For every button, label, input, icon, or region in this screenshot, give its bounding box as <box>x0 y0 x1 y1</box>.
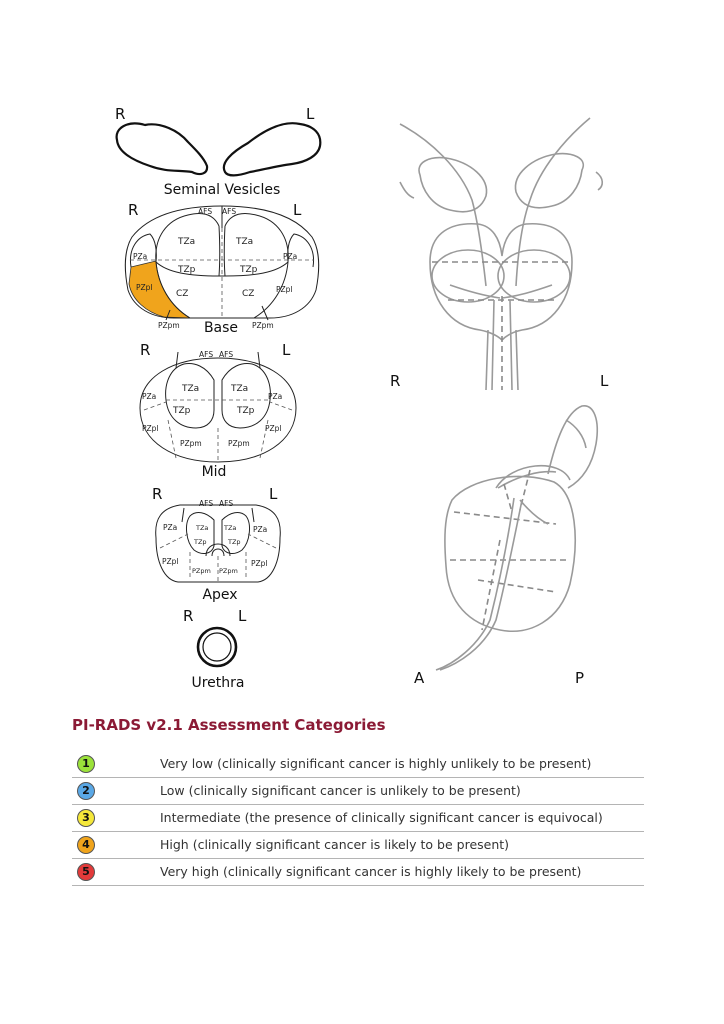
svg-text:TZp: TZp <box>227 538 241 546</box>
sagittal-view: A P <box>414 405 598 687</box>
label-l-urethra: L <box>238 607 247 625</box>
svg-text:PZpm: PZpm <box>252 321 274 330</box>
prostate-diagram: R L Seminal Vesicles R L AFS AFS TZa TZa… <box>115 105 609 691</box>
caption-mid: Mid <box>202 464 227 480</box>
base-outline <box>124 205 320 319</box>
svg-text:TZa: TZa <box>177 237 195 247</box>
label-r-base: R <box>128 201 138 219</box>
svg-text:AFS: AFS <box>199 350 213 359</box>
label-l-seminal: L <box>306 105 315 123</box>
svg-text:PZpm: PZpm <box>219 567 238 575</box>
svg-text:AFS: AFS <box>219 499 233 508</box>
score-badge: 3 <box>77 809 95 827</box>
svg-text:PZpm: PZpm <box>180 439 202 448</box>
caption-seminal-vesicles: Seminal Vesicles <box>164 182 281 198</box>
svg-text:PZa: PZa <box>163 523 177 532</box>
apex-section: R L AFS AFS TZa TZa TZp TZp PZa PZa PZpl… <box>152 485 281 603</box>
svg-text:CZ: CZ <box>176 289 188 299</box>
svg-text:AFS: AFS <box>199 499 213 508</box>
svg-text:TZa: TZa <box>223 524 236 532</box>
base-section: R L AFS AFS TZa TZa TZp TZp PZa PZa PZpl… <box>124 201 320 336</box>
coronal-view: R L <box>390 117 609 391</box>
label-l-apex: L <box>269 485 278 503</box>
legend-row: 5 Very high (clinically significant cance… <box>72 859 644 886</box>
svg-text:CZ: CZ <box>242 289 254 299</box>
label-l-mid: L <box>282 341 291 359</box>
label-r-seminal: R <box>115 105 125 123</box>
label-r-coronal: R <box>390 372 400 390</box>
score-badge: 5 <box>77 863 95 881</box>
mid-outline <box>139 357 297 463</box>
svg-text:PZpl: PZpl <box>162 557 179 566</box>
svg-text:TZa: TZa <box>235 237 253 247</box>
legend-title: PI-RADS v2.1 Assessment Categories <box>72 716 386 734</box>
svg-text:PZpm: PZpm <box>228 439 250 448</box>
score-description: Low (clinically significant cancer is un… <box>160 783 521 798</box>
score-description: Very high (clinically significant cancer… <box>160 864 582 879</box>
svg-text:PZpl: PZpl <box>251 559 268 568</box>
label-l-coronal: L <box>600 372 609 390</box>
svg-text:PZpl: PZpl <box>136 283 153 292</box>
seminal-vesicle-left <box>222 122 322 177</box>
svg-text:PZpm: PZpm <box>192 567 211 575</box>
legend-row: 1 Very low (clinically significant cancer… <box>72 751 644 778</box>
svg-text:TZp: TZp <box>193 538 207 546</box>
svg-text:TZa: TZa <box>195 524 208 532</box>
label-r-urethra: R <box>183 607 193 625</box>
legend-row: 3 Intermediate (the presence of clinicall… <box>72 805 644 832</box>
score-badge: 2 <box>77 782 95 800</box>
score-badge: 4 <box>77 836 95 854</box>
svg-text:AFS: AFS <box>198 207 212 216</box>
urethra-section: R L Urethra <box>183 607 247 691</box>
svg-text:PZa: PZa <box>253 525 267 534</box>
svg-text:AFS: AFS <box>222 207 236 216</box>
caption-urethra: Urethra <box>191 675 244 691</box>
legend-row: 2 Low (clinically significant cancer is u… <box>72 778 644 805</box>
svg-text:PZa: PZa <box>268 392 282 401</box>
seminal-vesicles: R L Seminal Vesicles <box>115 105 322 198</box>
svg-text:TZa: TZa <box>230 384 248 394</box>
svg-text:TZa: TZa <box>181 384 199 394</box>
caption-apex: Apex <box>202 587 237 603</box>
svg-text:PZa: PZa <box>133 252 147 261</box>
caption-base: Base <box>204 320 238 336</box>
seminal-vesicle-right <box>115 122 209 176</box>
svg-text:TZp: TZp <box>172 406 191 416</box>
svg-text:AFS: AFS <box>219 350 233 359</box>
label-l-base: L <box>293 201 302 219</box>
svg-text:TZp: TZp <box>239 265 258 275</box>
svg-text:PZpl: PZpl <box>265 424 282 433</box>
score-description: High (clinically significant cancer is l… <box>160 837 510 852</box>
legend-row: 4 High (clinically significant cancer is … <box>72 832 644 859</box>
label-r-mid: R <box>140 341 150 359</box>
svg-text:PZa: PZa <box>283 252 297 261</box>
score-description: Very low (clinically significant cancer … <box>160 756 592 771</box>
mid-section: R L AFS AFS TZa TZa TZp TZp PZa PZa PZpl… <box>139 341 297 480</box>
svg-text:PZa: PZa <box>142 392 156 401</box>
svg-text:PZpl: PZpl <box>276 285 293 294</box>
legend-table: 1 Very low (clinically significant cancer… <box>72 751 644 886</box>
label-r-apex: R <box>152 485 162 503</box>
urethra-ring <box>196 626 238 668</box>
svg-text:TZp: TZp <box>236 406 255 416</box>
svg-text:PZpl: PZpl <box>142 424 159 433</box>
score-badge: 1 <box>77 755 95 773</box>
score-description: Intermediate (the presence of clinically… <box>160 810 603 825</box>
svg-text:PZpm: PZpm <box>158 321 180 330</box>
label-a-sagittal: A <box>414 669 425 687</box>
apex-outline <box>155 504 281 583</box>
label-p-sagittal: P <box>575 669 584 687</box>
svg-text:TZp: TZp <box>177 265 196 275</box>
